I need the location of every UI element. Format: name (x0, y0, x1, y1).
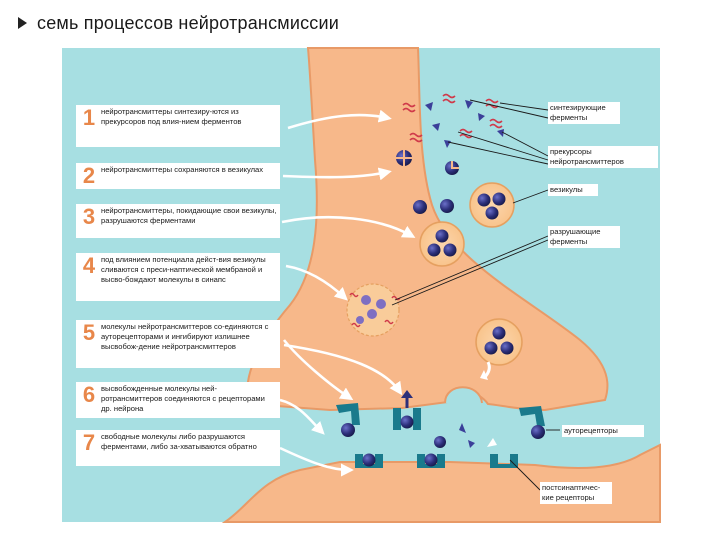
precursor-molecules (425, 100, 504, 148)
vesicle-lower (475, 318, 523, 366)
step-7-callout: 7 свободные молекулы либо разрушаются фе… (76, 430, 280, 466)
step-3-number: 3 (82, 204, 96, 229)
postsynaptic-receptor-2 (417, 453, 445, 468)
step-1-text: нейротрансмиттеры синтезиру-ются из прек… (101, 107, 242, 126)
cleft-molecules (434, 423, 475, 448)
autoreceptor-left (336, 403, 360, 437)
step-4-callout: 4 под влиянием потенциала дейст-вия вези… (76, 253, 280, 301)
step-6-number: 6 (82, 382, 96, 407)
label-autoreceptors: ауторецепторы (562, 425, 644, 437)
postsynaptic-receptor-1 (355, 453, 383, 468)
vesicle-middle (419, 221, 465, 267)
step-3-text: нейротрансмиттеры, покидающие свои везик… (101, 206, 277, 225)
step-6-callout: 6 высвобожденные молекулы ней-ротрансмит… (76, 382, 280, 418)
page-title: семь процессов нейротрансмиссии (37, 12, 340, 33)
postsynaptic-receptor-3 (490, 454, 518, 468)
autoreceptor-channel (393, 390, 421, 430)
step-4-number: 4 (82, 253, 96, 278)
title-bullet-icon (18, 17, 27, 29)
autoreceptor-right (519, 406, 545, 439)
vesicle-degrading (346, 283, 401, 337)
label-postsynaptic-receptors: постсинаптичес-кие рецепторы (540, 482, 612, 504)
fusion-pore (444, 386, 483, 404)
arrow-step-4 (285, 264, 348, 301)
title-row: семь процессов нейротрансмиссии (18, 10, 339, 36)
arrow-step-7 (279, 446, 354, 477)
label-leaders (391, 99, 560, 491)
callout-arrows (279, 109, 416, 477)
step-4-text: под влиянием потенциала дейст-вия везику… (101, 255, 266, 284)
label-precursors: прекурсоры нейротрансмиттеров (548, 146, 658, 168)
arrow-step-6 (279, 398, 325, 435)
arrow-step-3 (281, 215, 416, 238)
step-5-number: 5 (82, 320, 96, 345)
arrow-step-5b (283, 343, 403, 396)
label-destroying-enzymes: разрушающие ферменты (548, 226, 620, 248)
step-5-text: молекулы нейротрансмиттеров со-единяются… (101, 322, 269, 351)
step-1-callout: 1 нейротрансмиттеры синтезиру-ются из пр… (76, 105, 280, 147)
arrow-step-2 (282, 167, 392, 181)
step-2-callout: 2 нейротрансмиттеры сохраняются в везику… (76, 163, 280, 189)
step-7-text: свободные молекулы либо разрушаются ферм… (101, 432, 257, 451)
step-2-text: нейротрансмиттеры сохраняются в везикула… (101, 165, 264, 174)
synthesizing-enzymes (402, 93, 503, 143)
free-molecules (413, 199, 454, 214)
step-5-callout: 5 молекулы нейротрансмиттеров со-единяют… (76, 320, 280, 368)
reuptake-arrows (480, 361, 497, 447)
label-synthesizing-enzymes: синтезирующие ферменты (548, 102, 620, 124)
step-6-text: высвобожденные молекулы ней-ротрансмитте… (101, 384, 265, 413)
label-vesicles: везикулы (548, 184, 598, 196)
forming-molecules (396, 150, 459, 175)
step-2-number: 2 (82, 163, 96, 188)
arrow-step-1 (287, 109, 392, 130)
step-1-number: 1 (82, 105, 96, 130)
step-7-number: 7 (82, 430, 96, 455)
vesicle-upper (469, 182, 515, 228)
step-3-callout: 3 нейротрансмиттеры, покидающие свои вез… (76, 204, 280, 238)
